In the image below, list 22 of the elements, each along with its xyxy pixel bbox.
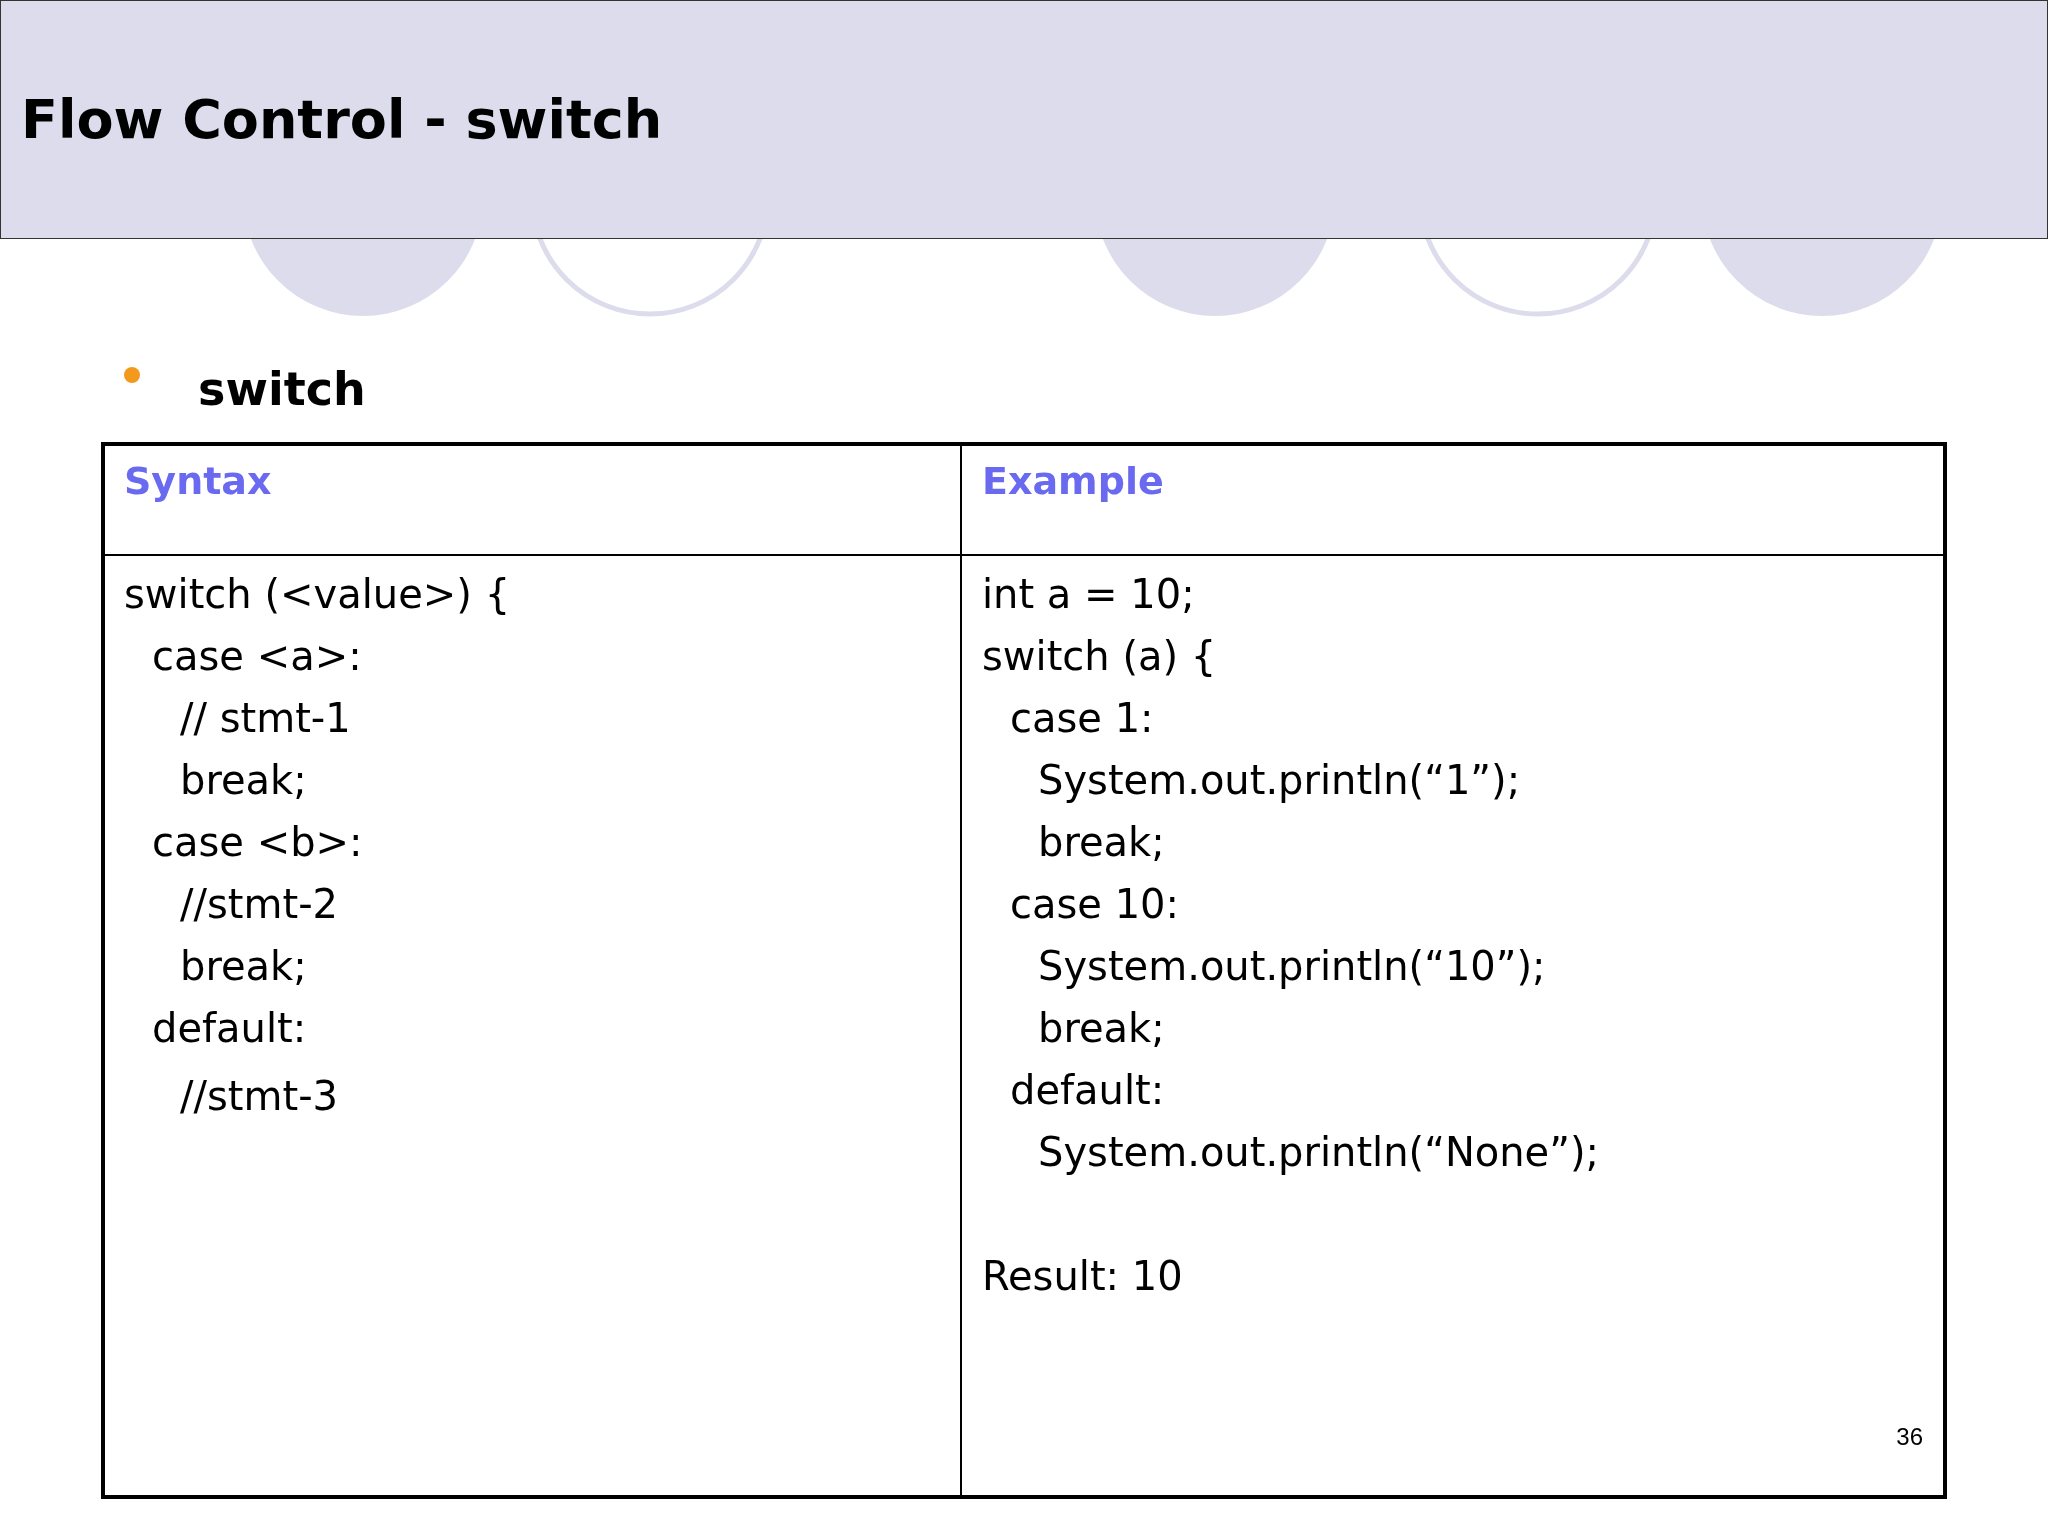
code-line: switch (a) { [982, 636, 1217, 676]
code-line: // stmt-1 [180, 698, 351, 738]
code-line: case 10: [1010, 884, 1180, 924]
code-line: switch (<value>) { [124, 574, 511, 614]
column-header: Syntax [124, 462, 272, 500]
code-line: //stmt-3 [180, 1076, 338, 1117]
column-header: Example [982, 462, 1164, 500]
code-line: default: [152, 1008, 307, 1048]
code-line: case <a>: [152, 636, 362, 676]
bullet-text: switch [198, 366, 366, 412]
code-line: break; [180, 946, 307, 986]
slide-title: Flow Control - switch [21, 92, 663, 147]
code-line: int a = 10; [982, 574, 1195, 614]
code-line: //stmt-2 [180, 884, 338, 924]
page-number: 36 [1896, 1425, 1923, 1449]
code-line: Result: 10 [982, 1256, 1183, 1296]
code-line: break; [180, 760, 307, 800]
code-line: break; [1038, 822, 1165, 862]
code-line: break; [1038, 1008, 1165, 1048]
code-line: case 1: [1010, 698, 1154, 738]
code-line: default: [1010, 1070, 1165, 1110]
code-line: case <b>: [152, 822, 363, 862]
